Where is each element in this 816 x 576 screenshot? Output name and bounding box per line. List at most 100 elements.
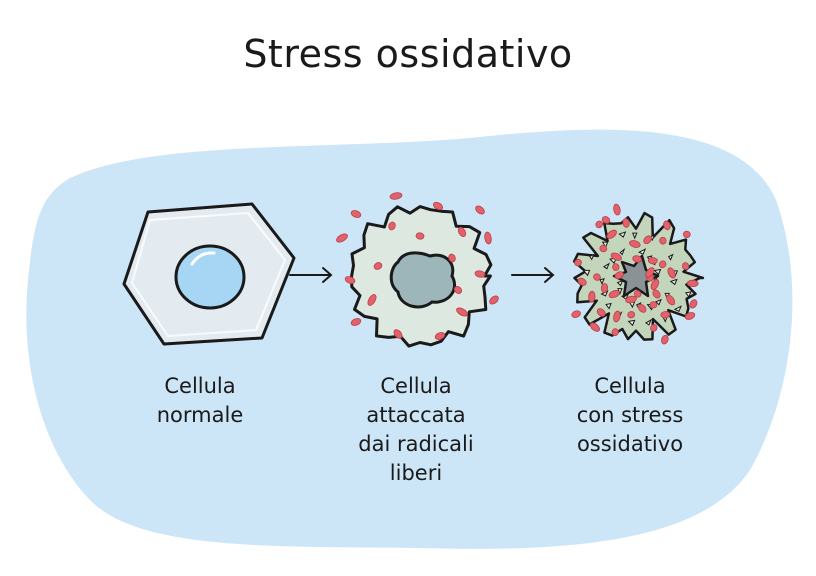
free-radical [682,230,691,239]
cell-fragment [669,278,678,286]
free-radical [350,210,362,218]
free-radical [667,267,676,279]
cell-fragment [684,291,692,298]
free-radical [652,289,661,299]
cell-fragment [673,305,682,313]
free-radical [632,255,642,263]
free-radical [649,301,658,309]
stage-label-attacked: Cellula attaccata dai radicali liberi [326,372,506,488]
free-radical [613,310,621,323]
attacked-cell-nucleus [389,251,456,309]
free-radical [650,279,660,290]
free-radical [393,329,403,339]
free-radical [614,271,624,280]
stage-label-line: dai radicali [358,432,474,456]
free-radical [350,318,362,326]
cell-fragment [589,253,595,261]
attacked-cell [336,192,499,348]
free-radical [658,260,667,269]
free-radical [612,263,620,271]
stage-label-stressed: Cellula con stress ossidativo [540,372,720,459]
cell-fragment [644,318,652,326]
stage-label-line: con stress [576,403,684,427]
cell-fragment [599,278,605,285]
free-radical [627,311,636,319]
stressed-cell-nucleus [612,254,660,298]
free-radical [663,220,671,231]
free-radical [599,244,608,253]
free-radical [577,277,587,286]
cell-fragment [602,262,610,270]
free-radical [448,253,456,263]
cell-fragment [605,302,612,310]
cell-fragment [638,248,647,255]
free-radical [684,312,696,320]
free-radical [611,328,619,337]
free-radical [453,286,463,294]
cell-fragment [601,241,609,249]
free-radical [589,322,600,332]
free-radical [344,276,356,284]
arrow-right-icon [511,267,555,283]
free-radical [596,308,606,317]
free-radical [661,334,669,345]
stage-label-line: liberi [389,461,443,485]
stage-label-line: attaccata [366,403,466,427]
free-radical [595,220,603,229]
free-radical [484,231,492,245]
free-radical [660,311,671,319]
free-radical [336,233,348,243]
free-radical [432,201,444,211]
normal-cell-nucleus [174,244,246,310]
free-radical [637,304,647,313]
stressed-cell-radicals [571,203,699,345]
free-radical [681,262,690,270]
free-radical [434,332,446,340]
free-radical [571,310,581,319]
cell-fragment [619,248,626,256]
cell-fragment [618,231,627,238]
free-radical [415,232,425,240]
free-radical [606,229,617,239]
free-radical [373,262,383,270]
free-radical [650,324,658,332]
free-radical [593,273,601,281]
free-radical [389,192,403,200]
attacked-cell-radicals [336,192,499,340]
stage-label-line: Cellula [380,374,452,398]
cell-fragment [653,268,662,276]
free-radical [645,267,655,278]
stressed-cell [571,203,705,345]
stage-label-line: ossidativo [576,432,684,456]
free-radical [456,307,468,317]
free-radical [647,257,658,265]
normal-cell [122,202,296,346]
free-radical [625,295,637,304]
stage-label-line: normale [156,403,244,427]
free-radical [388,221,396,231]
cell-fragment [582,269,591,277]
free-radical [600,283,609,293]
cell-fragment [667,253,674,261]
free-radical [633,290,642,298]
free-radical [608,290,620,299]
free-radical [367,294,377,306]
free-radical [574,258,582,267]
free-radical [457,226,467,238]
cell-fragment [627,319,636,327]
cell-fragment [616,279,624,287]
free-radical [474,270,486,278]
free-radical [622,218,630,228]
free-radical [686,279,699,288]
cell-fragment [632,232,638,240]
stage-label-line: Cellula [594,374,666,398]
arrow-right-icon [289,267,333,283]
cell-fragment [655,298,662,306]
free-radical [475,205,485,215]
free-radical [610,252,622,261]
free-radical [489,295,499,305]
free-radical [629,240,641,248]
diagram-title: Stress ossidativo [243,32,573,76]
stage-label-normal: Cellula normale [110,372,290,430]
